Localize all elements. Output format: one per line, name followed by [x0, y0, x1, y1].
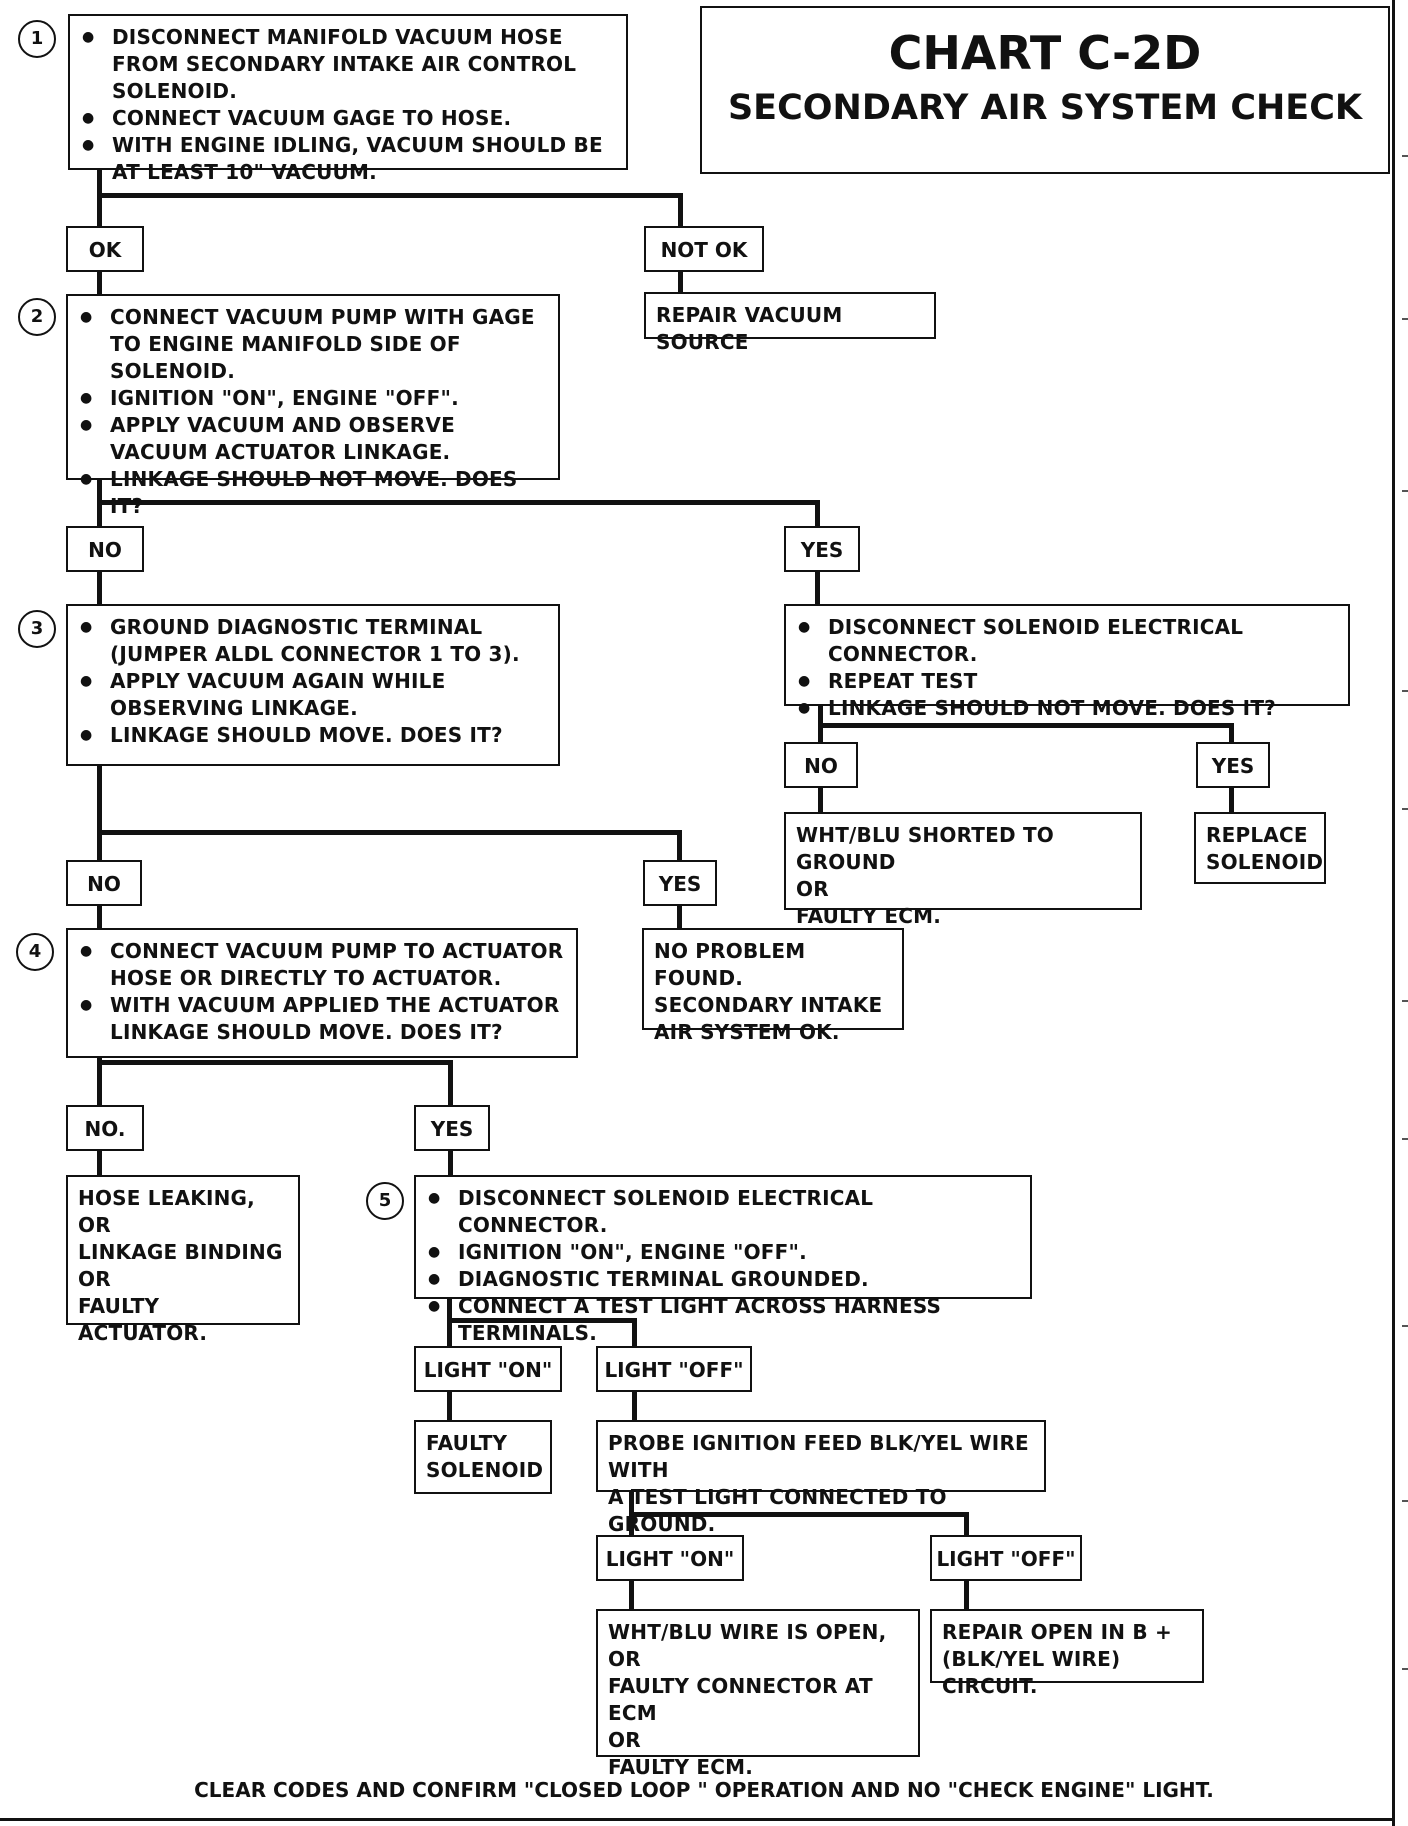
result-text: REPAIR VACUUM SOURCE [656, 303, 843, 354]
label-yes: YES [1196, 742, 1270, 788]
result-line: OR [78, 1213, 111, 1237]
result-line: HOSE LEAKING, [78, 1186, 255, 1210]
result-line: OR [796, 877, 829, 901]
result-line: SECONDARY INTAKE [654, 993, 883, 1017]
step-1-box: DISCONNECT MANIFOLD VACUUM HOSE FROM SEC… [68, 14, 628, 184]
step-2-item: IGNITION "ON", ENGINE "OFF". [80, 385, 548, 412]
label-yes: YES [784, 526, 860, 572]
result-line: OR [608, 1728, 641, 1752]
step-3-right-box: DISCONNECT SOLENOID ELECTRICAL CONNECTOR… [784, 604, 1350, 722]
result-line: FAULTY [426, 1431, 508, 1455]
result-wht-blu-wire-open: WHT/BLU WIRE IS OPEN, OR FAULTY CONNECTO… [596, 1609, 920, 1779]
result-line: FAULTY ACTUATOR. [78, 1294, 208, 1345]
result-line: NO PROBLEM FOUND. [654, 939, 806, 990]
label-light-on: LIGHT "ON" [414, 1346, 562, 1392]
result-faulty-solenoid: FAULTY SOLENOID [414, 1420, 552, 1494]
result-line: (BLK/YEL WIRE) CIRCUIT. [942, 1647, 1121, 1698]
label-no: NO. [66, 1105, 144, 1151]
result-line: SOLENOID [1206, 850, 1324, 874]
label-ok: OK [66, 226, 144, 272]
step-2-box: CONNECT VACUUM PUMP WITH GAGE TO ENGINE … [66, 294, 560, 518]
step-4-item: WITH VACUUM APPLIED THE ACTUATOR LINKAGE… [80, 992, 566, 1046]
frame-bottom-border [0, 1818, 1395, 1821]
step-4-box: CONNECT VACUUM PUMP TO ACTUATOR HOSE OR … [66, 928, 578, 1058]
step-number-5: 5 [366, 1182, 404, 1220]
step-5-box: DISCONNECT SOLENOID ELECTRICAL CONNECTOR… [414, 1175, 1032, 1345]
label-yes: YES [414, 1105, 490, 1151]
label-no: NO [66, 860, 142, 906]
step-5-item: DIAGNOSTIC TERMINAL GROUNDED. [428, 1266, 1020, 1293]
step-5-item: IGNITION "ON", ENGINE "OFF". [428, 1239, 1020, 1266]
result-line: FAULTY ECM. [608, 1755, 754, 1779]
step-5-item: DISCONNECT SOLENOID ELECTRICAL CONNECTOR… [428, 1185, 1020, 1239]
step-4-item: CONNECT VACUUM PUMP TO ACTUATOR HOSE OR … [80, 938, 566, 992]
step-1-item: DISCONNECT MANIFOLD VACUUM HOSE FROM SEC… [82, 24, 616, 105]
label-no: NO [66, 526, 144, 572]
step-3-item: GROUND DIAGNOSTIC TERMINAL (JUMPER ALDL … [80, 614, 548, 668]
probe-line: A TEST LIGHT CONNECTED TO GROUND. [608, 1485, 947, 1536]
footer-note: CLEAR CODES AND CONFIRM "CLOSED LOOP " O… [194, 1778, 1214, 1802]
label-no: NO [784, 742, 858, 788]
step-number-4: 4 [16, 933, 54, 971]
result-line: OR [608, 1647, 641, 1671]
result-line: OR [78, 1267, 111, 1291]
step-5-item: CONNECT A TEST LIGHT ACROSS HARNESS TERM… [428, 1293, 1020, 1347]
label-not-ok: NOT OK [644, 226, 764, 272]
label-light-off: LIGHT "OFF" [930, 1535, 1082, 1581]
step-1-item: CONNECT VACUUM GAGE TO HOSE. [82, 105, 616, 132]
chart-subtitle: SECONDARY AIR SYSTEM CHECK [727, 88, 1363, 128]
result-line: AIR SYSTEM OK. [654, 1020, 840, 1044]
result-repair-vacuum-source: REPAIR VACUUM SOURCE [644, 292, 936, 354]
step-2-item: LINKAGE SHOULD NOT MOVE. DOES IT? [80, 466, 548, 520]
step-3-item: LINKAGE SHOULD MOVE. DOES IT? [80, 722, 548, 749]
label-yes: YES [643, 860, 717, 906]
step-number-3: 3 [18, 610, 56, 648]
step-1-item: WITH ENGINE IDLING, VACUUM SHOULD BE AT … [82, 132, 616, 186]
result-hose-leaking: HOSE LEAKING, OR LINKAGE BINDING OR FAUL… [66, 1175, 300, 1345]
step-2-item: APPLY VACUUM AND OBSERVE VACUUM ACTUATOR… [80, 412, 548, 466]
step-3-right-item: LINKAGE SHOULD NOT MOVE. DOES IT? [798, 695, 1338, 722]
result-line: WHT/BLU SHORTED TO GROUND [796, 823, 1054, 874]
result-replace-solenoid: REPLACE SOLENOID [1194, 812, 1326, 884]
result-line: LINKAGE BINDING [78, 1240, 283, 1264]
result-line: REPAIR OPEN IN B + [942, 1620, 1172, 1644]
result-line: WHT/BLU WIRE IS OPEN, [608, 1620, 887, 1644]
step-3-right-item: REPEAT TEST [798, 668, 1338, 695]
result-line: REPLACE [1206, 823, 1308, 847]
result-line: FAULTY CONNECTOR AT ECM [608, 1674, 873, 1725]
label-light-off: LIGHT "OFF" [596, 1346, 752, 1392]
result-no-problem-found: NO PROBLEM FOUND. SECONDARY INTAKE AIR S… [642, 928, 904, 1044]
step-2-item: CONNECT VACUUM PUMP WITH GAGE TO ENGINE … [80, 304, 548, 385]
label-light-on: LIGHT "ON" [596, 1535, 744, 1581]
frame-right-border [1392, 0, 1395, 1826]
step-number-1: 1 [18, 20, 56, 58]
step-probe-ignition-feed: PROBE IGNITION FEED BLK/YEL WIRE WITH A … [596, 1420, 1046, 1536]
result-line: SOLENOID [426, 1458, 544, 1482]
step-3-box: GROUND DIAGNOSTIC TERMINAL (JUMPER ALDL … [66, 604, 560, 766]
probe-line: PROBE IGNITION FEED BLK/YEL WIRE WITH [608, 1431, 1029, 1482]
result-repair-open-circuit: REPAIR OPEN IN B + (BLK/YEL WIRE) CIRCUI… [930, 1609, 1204, 1698]
result-wht-blu-shorted: WHT/BLU SHORTED TO GROUND OR FAULTY ECM. [784, 812, 1142, 928]
chart-title: CHART C-2D [888, 26, 1202, 80]
step-3-item: APPLY VACUUM AGAIN WHILE OBSERVING LINKA… [80, 668, 548, 722]
step-number-2: 2 [18, 298, 56, 336]
step-3-right-item: DISCONNECT SOLENOID ELECTRICAL CONNECTOR… [798, 614, 1338, 668]
result-line: FAULTY ECM. [796, 904, 942, 928]
title-box: CHART C-2D SECONDARY AIR SYSTEM CHECK [700, 6, 1390, 174]
